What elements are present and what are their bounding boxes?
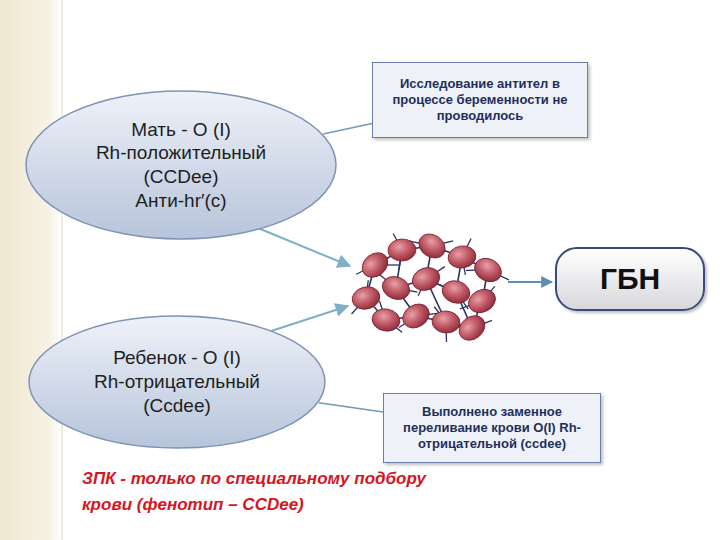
leader-line [319,403,383,412]
red-blood-cell [440,278,473,307]
diagnosis-text: ГБН [600,260,660,298]
red-blood-cell [409,264,443,295]
note-box: Выполнено заменное переливание крови O(I… [383,393,601,463]
note-text: Выполнено заменное переливание крови O(I… [394,404,590,453]
red-blood-cell [379,273,413,304]
arrow-cells-to-hdn [508,281,552,283]
diagnosis-box: ГБН [555,247,705,311]
blood-group-line: Ребенок - O (I) [113,346,241,370]
red-blood-cell [414,229,450,263]
mother-ellipse: Мать - O (I)Rh-положительный(CCDee)Анти-… [25,90,337,240]
red-blood-cell [465,285,500,317]
blood-group-line: Rh-положительный [96,141,266,165]
arrow-child-to-cells [262,306,348,334]
red-note: ЗПК - только по специальному подбору кро… [82,466,472,519]
red-blood-cell [350,284,383,312]
red-blood-cell [370,307,401,334]
note-box: Исследование антител в процессе беременн… [372,62,588,138]
blood-group-line: (CCDee) [144,165,219,189]
blood-group-line: Rh-отрицательный [94,370,260,394]
red-blood-cell [454,311,490,346]
red-blood-cell [357,248,393,283]
leader-line [323,123,372,134]
red-blood-cell [446,244,477,270]
child-ellipse: Ребенок - O (I)Rh-отрицательный(Ccdee) [28,315,326,449]
strip-border [62,0,63,540]
red-blood-cell [431,310,460,334]
blood-cells-illustration [350,229,509,345]
note-text: Исследование антител в процессе беременн… [383,76,577,125]
blood-group-line: Мать - O (I) [131,118,231,142]
blood-group-line: Анти-hr′(c) [135,189,226,213]
ellipse-outline [25,90,337,240]
arrow-mother-to-cells [258,228,350,266]
blood-group-line: (Ccdee) [143,394,211,418]
side-strip [0,0,62,540]
red-blood-cell [398,299,433,333]
red-blood-cell [387,238,416,261]
red-blood-cell [470,254,505,287]
